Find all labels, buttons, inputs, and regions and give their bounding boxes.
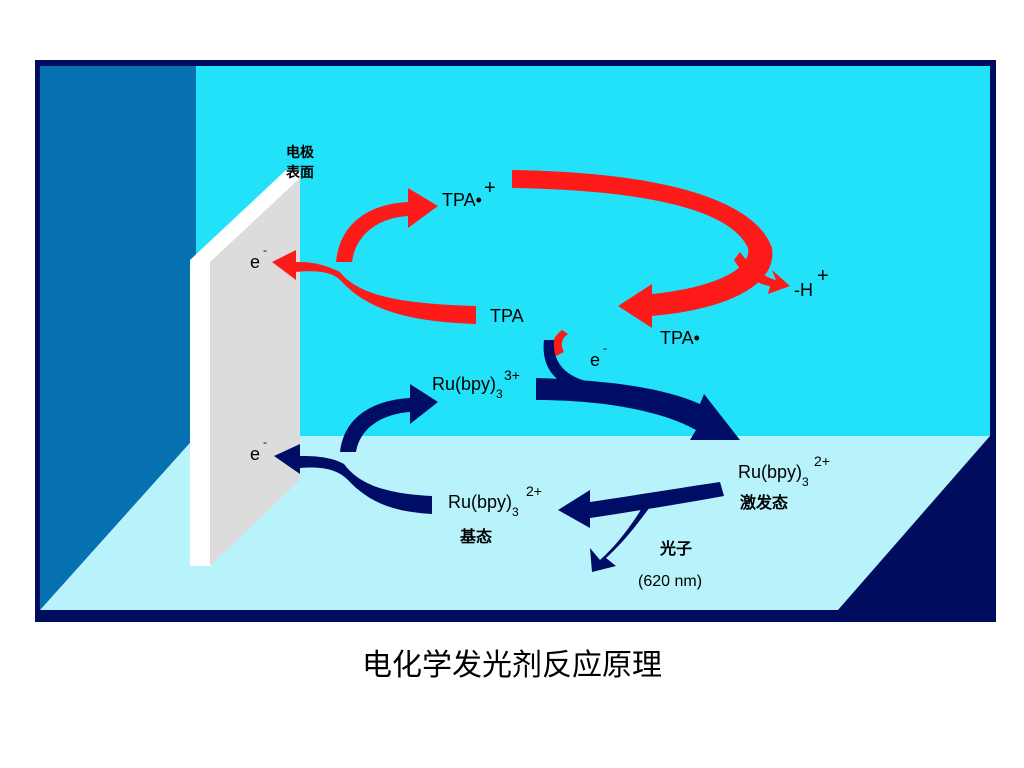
red-arrow-cation-to-radical [512, 170, 773, 328]
tpa-radical-label: TPA• [660, 328, 700, 348]
e-top-label: e [250, 252, 260, 272]
blue-arrow-ru3-to-excited [536, 378, 740, 440]
e-mid-sup: - [603, 341, 607, 355]
blue-arrow-ground-to-electrode [274, 444, 432, 514]
side-wall [40, 66, 196, 610]
tpa-cation-sup: + [484, 177, 496, 199]
e-bottom-label: e [250, 444, 260, 464]
wavelength-label: (620 nm) [638, 573, 702, 590]
ru3-sup: 3+ [504, 367, 520, 383]
e-top-sup: - [263, 243, 267, 257]
excited-state-label: 激发态 [740, 493, 788, 512]
e-bottom-sup: - [263, 435, 267, 449]
red-arrow-tpa-to-electrode [272, 250, 476, 324]
ru2-ground-label: Ru(bpy) [448, 492, 512, 512]
red-arrow-to-tpa-cation [336, 188, 438, 262]
ru3-label: Ru(bpy) [432, 374, 496, 394]
electrode-label-1: 电极 [286, 144, 315, 161]
electrode-label-2: 表面 [285, 164, 314, 181]
photon-label: 光子 [659, 539, 692, 558]
ru2-ground-sup: 2+ [526, 483, 542, 499]
tpa-label: TPA [490, 306, 524, 326]
tpa-cation-label: TPA• [442, 190, 482, 210]
blue-arrow-e-merge [543, 340, 604, 394]
ru2-ground-sub: 3 [512, 505, 519, 519]
blue-arrow-excited-to-ground [558, 482, 724, 528]
ru2-excited-sub: 3 [802, 475, 809, 489]
e-mid-label: e [590, 350, 600, 370]
figure-caption: 电化学发光剂反应原理 [362, 648, 662, 683]
ru2-excited-label: Ru(bpy) [738, 462, 802, 482]
ru2-excited-sup: 2+ [814, 453, 830, 469]
electrode-plate [210, 178, 300, 566]
floor [40, 436, 990, 610]
red-arrow-minus-h [734, 252, 790, 294]
blue-arrow-photon [590, 494, 658, 572]
ru3-sub: 3 [496, 387, 503, 401]
ground-state-label: 基态 [459, 527, 492, 546]
blue-arrow-to-ru3 [340, 384, 438, 452]
minus-h-label: -H [794, 280, 813, 300]
minus-h-sup: + [817, 265, 829, 287]
red-tail-e [552, 330, 568, 356]
back-wall [196, 66, 990, 436]
